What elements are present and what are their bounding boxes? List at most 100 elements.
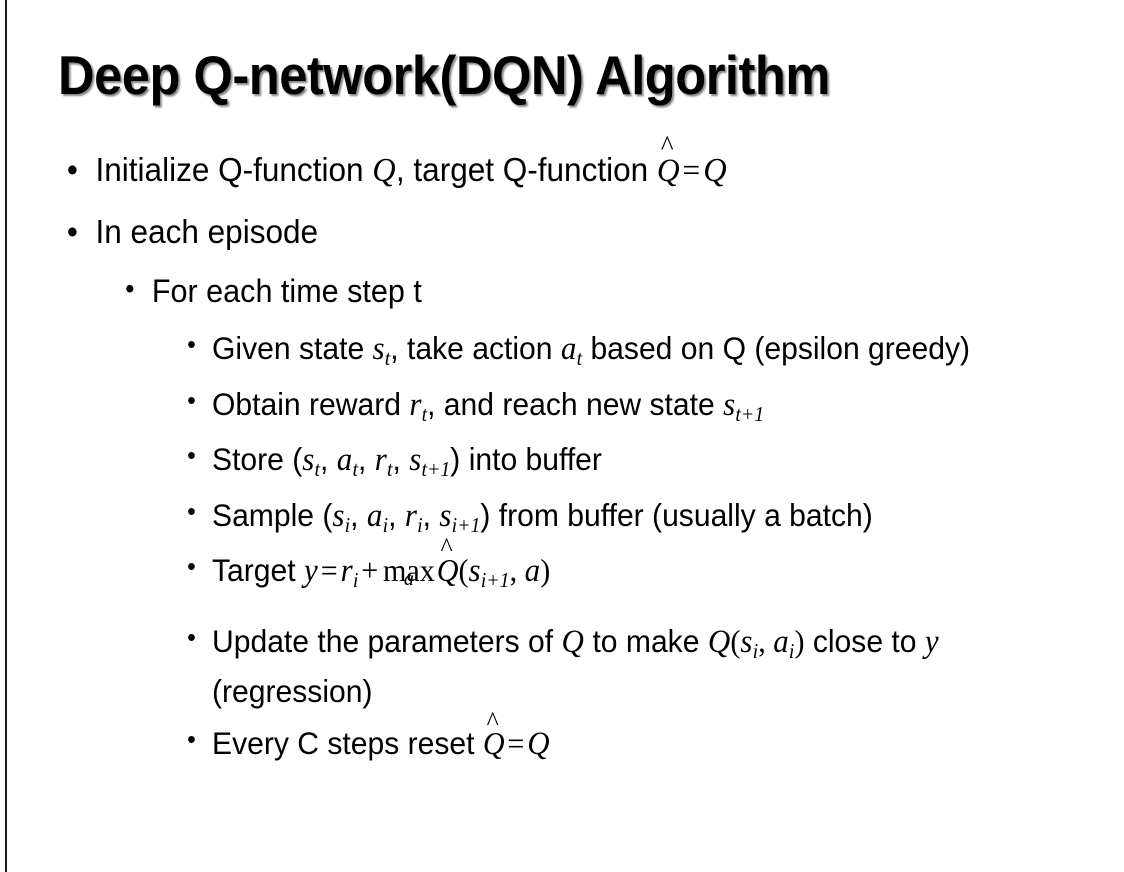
circumflex-accent-icon: ^ bbox=[440, 532, 453, 563]
math-symbol-r: r bbox=[409, 386, 422, 423]
math-symbol-q: Q bbox=[372, 152, 396, 189]
math-symbol-q-hat: ^Q bbox=[436, 534, 459, 594]
math-symbol-s: s bbox=[409, 442, 422, 479]
math-symbol-q-hat: ^Q bbox=[656, 132, 680, 196]
text-fragment: Update the parameters of bbox=[212, 623, 562, 660]
math-symbol-r: r bbox=[340, 552, 353, 589]
text-fragment: , bbox=[388, 496, 405, 533]
math-symbol-q-base: Q bbox=[656, 153, 680, 189]
text-fragment: Obtain reward bbox=[212, 385, 410, 422]
math-operator-equals: = bbox=[320, 552, 338, 588]
bullet-marker: • bbox=[66, 151, 78, 188]
math-symbol-r: r bbox=[374, 442, 387, 479]
math-paren-close: ) bbox=[540, 552, 551, 588]
text-fragment: , bbox=[392, 441, 410, 478]
bullet-sample-from-buffer: • Sample (si, ai, ri, si+1) from buffer … bbox=[0, 492, 1073, 541]
math-symbol-q-hat: ^Q bbox=[483, 707, 505, 767]
math-symbol-q: Q bbox=[527, 726, 550, 763]
math-subscript-t: t bbox=[352, 458, 358, 482]
math-symbol-s: s bbox=[302, 442, 315, 479]
bullet-update-parameters: • Update the parameters of Q to make Q(s… bbox=[0, 618, 1073, 714]
math-subscript-i: i bbox=[382, 513, 389, 537]
bullet-marker: • bbox=[125, 273, 135, 305]
math-subscript-i-plus-1: i+1 bbox=[451, 513, 481, 537]
math-symbol-a: a bbox=[524, 552, 541, 589]
text-fragment: , take action bbox=[390, 330, 561, 367]
math-symbol-a: a bbox=[560, 331, 577, 368]
bullet-text: Given state st, take action at based on … bbox=[212, 325, 1050, 374]
text-fragment: , and reach new state bbox=[427, 385, 724, 422]
math-subscript-i-plus-1: i+1 bbox=[480, 568, 510, 592]
math-symbol-s: s bbox=[740, 624, 753, 661]
math-subscript-i: i bbox=[752, 640, 759, 664]
text-fragment: (regression) bbox=[212, 672, 373, 709]
text-fragment: , target Q-function bbox=[395, 151, 657, 188]
math-subscript-t: t bbox=[421, 402, 428, 426]
bullet-for-each-time-step: • For each time step t bbox=[0, 268, 1073, 315]
text-fragment: ) into buffer bbox=[450, 441, 602, 478]
bullet-in-each-episode: • In each episode bbox=[0, 208, 1073, 257]
math-symbol-s: s bbox=[332, 497, 345, 534]
math-symbol-y: y bbox=[924, 624, 939, 661]
math-subscript-i: i bbox=[788, 640, 795, 664]
text-fragment: Initialize Q-function bbox=[95, 151, 373, 188]
bullet-given-state: • Given state st, take action at based o… bbox=[0, 325, 1073, 374]
text-fragment: ) from buffer (usually a batch) bbox=[480, 496, 873, 533]
slide-body-content: • Initialize Q-function Q, target Q-func… bbox=[0, 132, 1124, 775]
bullet-text: Update the parameters of Q to make Q(si,… bbox=[212, 618, 1050, 714]
math-symbol-q-base: Q bbox=[436, 552, 459, 588]
bullet-marker: • bbox=[187, 495, 196, 526]
math-operator-equals: = bbox=[682, 153, 701, 189]
bullet-text: For each time step t bbox=[151, 273, 422, 310]
text-fragment: close to bbox=[804, 623, 925, 660]
math-symbol-r: r bbox=[404, 497, 418, 534]
bullet-text: Initialize Q-function Q, target Q-functi… bbox=[95, 132, 1045, 196]
slide-left-edge bbox=[5, 0, 7, 872]
math-subscript-i: i bbox=[417, 513, 423, 537]
math-comma: , bbox=[758, 624, 774, 660]
max-underscript-a: a bbox=[403, 565, 414, 590]
text-fragment: Given state bbox=[212, 330, 373, 367]
text-fragment: , bbox=[357, 441, 375, 478]
bullet-marker: • bbox=[187, 440, 196, 471]
math-subscript-t: t bbox=[386, 458, 393, 482]
bullet-obtain-reward: • Obtain reward rt, and reach new state … bbox=[0, 381, 1073, 430]
text-fragment: , bbox=[422, 496, 440, 533]
math-subscript-t: t bbox=[576, 347, 583, 371]
math-symbol-s: s bbox=[439, 497, 452, 534]
bullet-text: In each episode bbox=[95, 212, 319, 250]
bullet-marker: • bbox=[187, 724, 196, 755]
math-subscript-t: t bbox=[314, 458, 321, 482]
text-fragment: to make bbox=[584, 623, 708, 660]
bullet-every-c-steps-reset: • Every C steps reset ^Q=Q bbox=[0, 707, 1073, 769]
bullet-text: Every C steps reset ^Q=Q bbox=[212, 707, 1050, 769]
bullet-initialize: • Initialize Q-function Q, target Q-func… bbox=[0, 132, 1073, 196]
slide-title: Deep Q-network(DQN) Algorithm bbox=[58, 44, 830, 106]
math-subscript-i: i bbox=[344, 513, 351, 537]
math-symbol-a: a bbox=[773, 624, 789, 661]
bullet-store-into-buffer: • Store (st, at, rt, st+1) into buffer bbox=[0, 436, 1073, 485]
text-fragment: , bbox=[350, 496, 367, 533]
math-symbol-q: Q bbox=[561, 624, 585, 661]
max-label: max bbox=[383, 552, 435, 588]
math-symbol-a: a bbox=[366, 497, 383, 534]
math-paren-open: ( bbox=[730, 624, 741, 660]
circumflex-accent-icon: ^ bbox=[486, 705, 499, 736]
text-fragment: Store ( bbox=[212, 441, 303, 478]
math-symbol-s: s bbox=[372, 331, 385, 368]
math-symbol-s: s bbox=[468, 552, 481, 589]
math-symbol-q: Q bbox=[703, 152, 727, 189]
text-fragment: Every C steps reset bbox=[212, 725, 483, 762]
bullet-marker: • bbox=[66, 212, 78, 250]
math-symbol-q: Q bbox=[707, 624, 731, 661]
math-operator-equals: = bbox=[507, 726, 525, 762]
text-fragment: Target bbox=[212, 551, 304, 588]
text-fragment: Sample ( bbox=[212, 496, 333, 533]
math-paren-close: ) bbox=[794, 624, 805, 660]
math-symbol-y: y bbox=[303, 552, 318, 589]
math-comma: , bbox=[509, 552, 525, 588]
bullet-marker: • bbox=[187, 384, 196, 415]
